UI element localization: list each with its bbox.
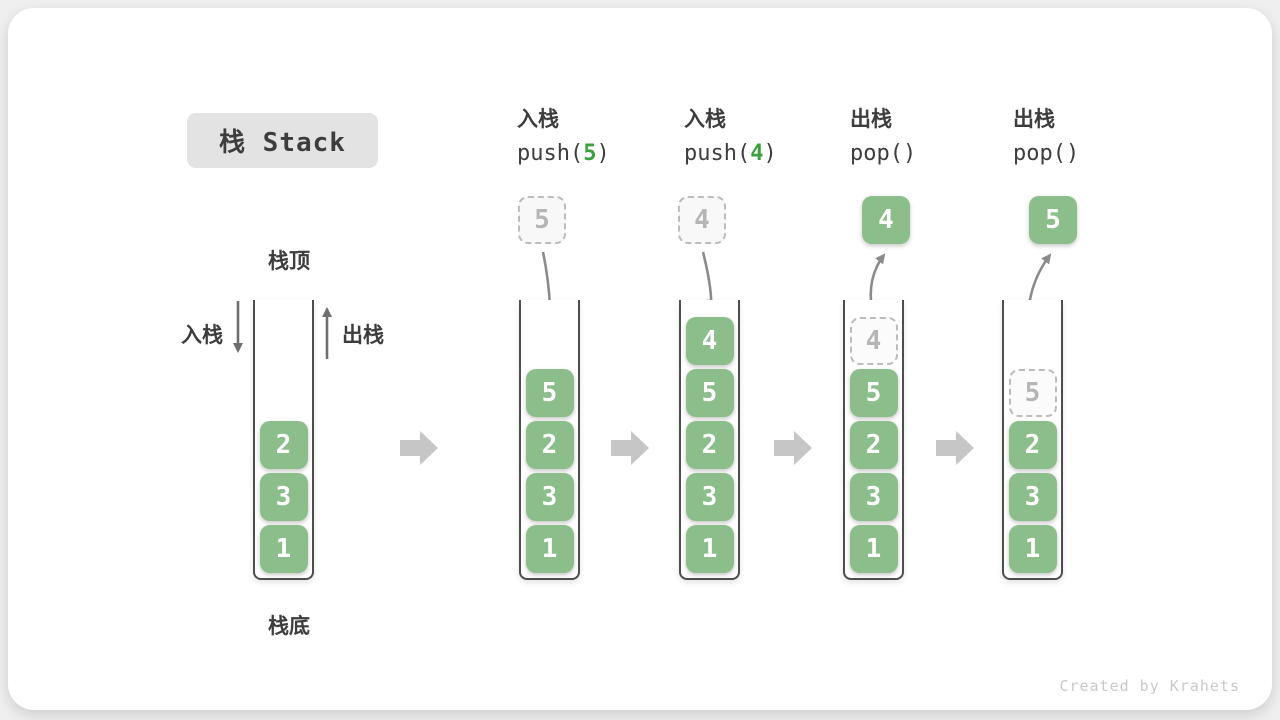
cell-value: 4 [701, 326, 718, 356]
stack-cell: 1 [525, 525, 574, 573]
cell-value: 5 [865, 378, 882, 408]
code-prefix: pop( [850, 141, 903, 166]
op-code: pop() [850, 141, 916, 166]
op-name: 出栈 [850, 107, 892, 131]
transition-arrow-icon [774, 431, 812, 465]
popped-value-box: 5 [1029, 196, 1077, 244]
watermark: Created by Krahets [1059, 677, 1240, 695]
cell-value: 5 [541, 378, 558, 408]
op-name: 入栈 [684, 107, 726, 131]
cell-value: 2 [865, 430, 882, 460]
stack-after-pop-4: 4 5 2 3 1 [843, 300, 904, 580]
stack-cell: 2 [849, 421, 898, 469]
cell-value: 5 [534, 205, 550, 235]
step-label-push-5: 入栈 push(5) [517, 103, 610, 166]
stack-bottom-label: 栈底 [268, 614, 310, 638]
popped-value-box: 4 [862, 196, 910, 244]
op-name: 出栈 [1013, 107, 1055, 131]
cell-value: 4 [865, 326, 882, 356]
cell-value: 5 [701, 378, 718, 408]
stack-cell: 1 [849, 525, 898, 573]
code-prefix: push( [517, 141, 584, 166]
stack-cell: 3 [525, 473, 574, 521]
pop-direction-label: 出栈 [342, 323, 384, 347]
incoming-value-box: 4 [678, 196, 726, 244]
code-suffix: ) [596, 141, 610, 166]
step-label-pop-4: 出栈 pop() [850, 103, 916, 166]
cell-value: 2 [275, 430, 292, 460]
incoming-value-box: 5 [518, 196, 566, 244]
cell-value: 1 [1024, 534, 1041, 564]
cell-value: 3 [1024, 482, 1041, 512]
stack-cell: 2 [259, 421, 308, 469]
stack-cell: 2 [525, 421, 574, 469]
page-title: 栈 Stack [219, 128, 346, 158]
code-arg: 4 [750, 141, 764, 166]
code-prefix: push( [684, 141, 751, 166]
stack-cell: 4 [685, 317, 734, 365]
cell-value: 2 [1024, 430, 1041, 460]
push-down-arrow-icon [233, 301, 243, 353]
cell-value: 1 [865, 534, 882, 564]
stack-initial: 2 3 1 [253, 300, 314, 580]
stack-after-push-5: 5 2 3 1 [519, 300, 580, 580]
cell-value: 4 [878, 205, 894, 235]
cell-value: 1 [275, 534, 292, 564]
stack-cell: 1 [259, 525, 308, 573]
op-code: push(5) [517, 141, 610, 166]
cell-value: 2 [701, 430, 718, 460]
code-suffix: ) [763, 141, 777, 166]
stack-after-pop-5: 5 2 3 1 [1002, 300, 1063, 580]
stack-after-push-4: 4 5 2 3 1 [679, 300, 740, 580]
transition-arrow-icon [936, 431, 974, 465]
title-badge: 栈 Stack [187, 113, 378, 168]
code-suffix: ) [902, 141, 917, 166]
stack-cell: 1 [685, 525, 734, 573]
stack-cell-ghost: 5 [1008, 369, 1057, 417]
stack-cell: 3 [685, 473, 734, 521]
stack-cell: 3 [1008, 473, 1057, 521]
stack-cell: 3 [849, 473, 898, 521]
stack-top-label: 栈顶 [268, 249, 310, 273]
op-name: 入栈 [517, 107, 559, 131]
op-code: push(4) [684, 141, 777, 166]
cell-value: 3 [275, 482, 292, 512]
stack-cell: 5 [849, 369, 898, 417]
cell-value: 5 [1024, 378, 1041, 408]
cell-value: 3 [701, 482, 718, 512]
code-suffix: ) [1065, 141, 1080, 166]
stack-cell: 2 [1008, 421, 1057, 469]
stack-cell: 1 [1008, 525, 1057, 573]
step-label-pop-5: 出栈 pop() [1013, 103, 1079, 166]
cell-value: 1 [701, 534, 718, 564]
cell-value: 2 [541, 430, 558, 460]
cell-value: 1 [541, 534, 558, 564]
op-code: pop() [1013, 141, 1079, 166]
stack-cell: 3 [259, 473, 308, 521]
stack-cell: 2 [685, 421, 734, 469]
transition-arrow-icon [400, 431, 438, 465]
cell-value: 3 [865, 482, 882, 512]
stack-cell: 5 [685, 369, 734, 417]
code-arg: 5 [583, 141, 597, 166]
cell-value: 3 [541, 482, 558, 512]
pop-up-arrow-icon [322, 307, 332, 359]
stack-cell-ghost: 4 [849, 317, 898, 365]
push-direction-label: 入栈 [181, 323, 223, 347]
stack-cell: 5 [525, 369, 574, 417]
cell-value: 5 [1045, 205, 1061, 235]
cell-value: 4 [694, 205, 710, 235]
step-label-push-4: 入栈 push(4) [684, 103, 777, 166]
code-prefix: pop( [1013, 141, 1066, 166]
transition-arrow-icon [611, 431, 649, 465]
